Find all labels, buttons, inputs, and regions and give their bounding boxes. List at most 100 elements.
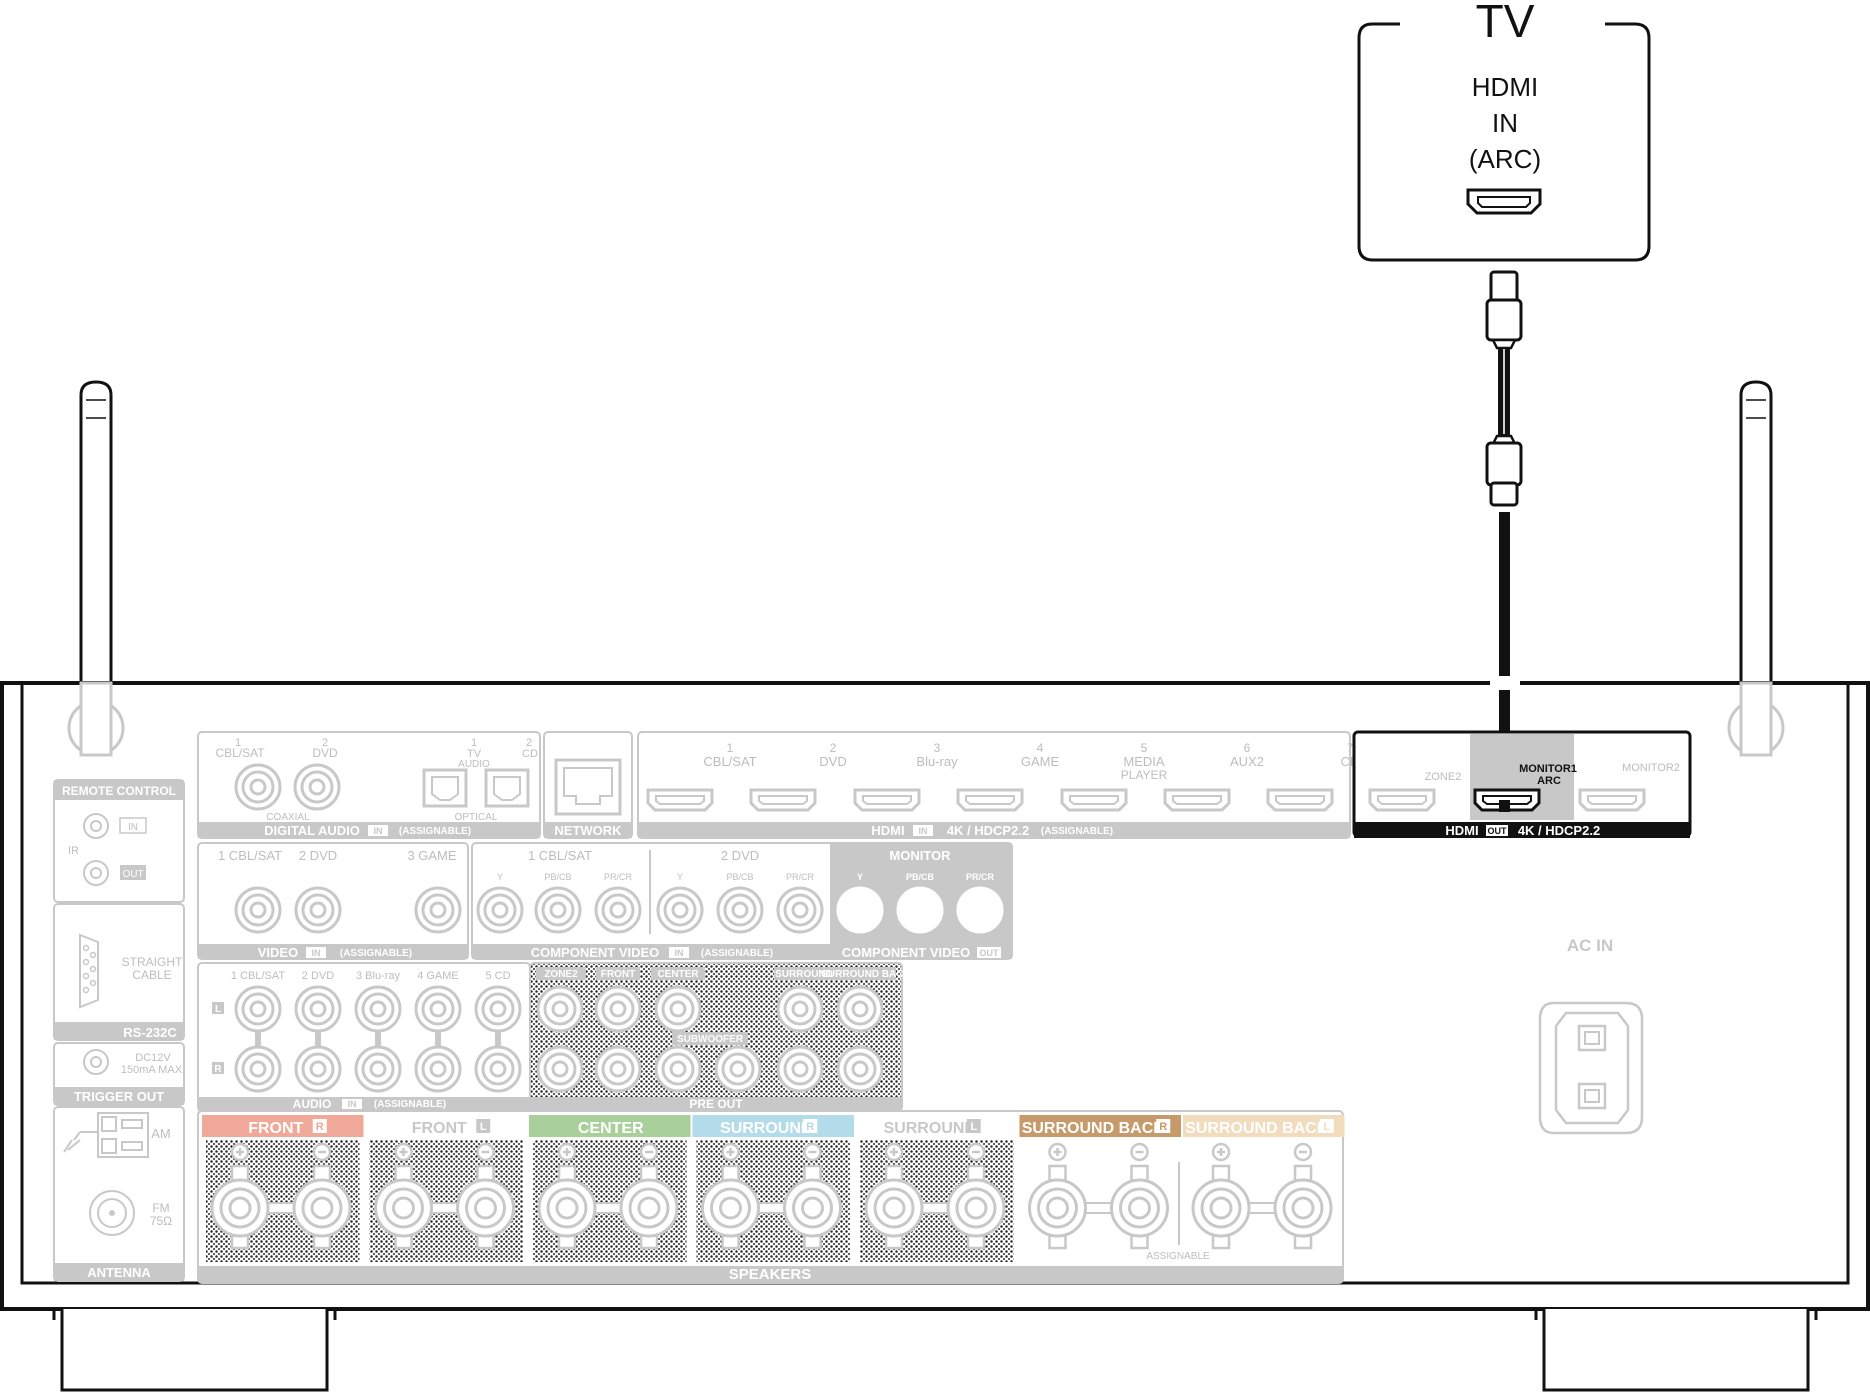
zone2-label: ZONE2 [1425,771,1462,783]
video-section: 1 CBL/SAT 2 DVD 3 GAME VIDEO IN (ASSIGNA… [197,842,469,960]
audio-jack-r[interactable] [354,1045,402,1093]
fm-ohm-label: 75Ω [150,1214,172,1228]
preout-jack[interactable] [836,985,884,1033]
hdmi-in-name: AUX2 [1230,754,1264,769]
coaxial-jack-2[interactable] [293,763,341,811]
hdmi-in-port[interactable] [749,788,817,812]
hdmi-in-port[interactable] [1266,788,1334,812]
audio-jack-l[interactable] [474,985,522,1033]
preout-jack[interactable] [536,1045,584,1093]
audio-jack-l[interactable] [294,985,342,1033]
speaker-terminal-plus[interactable] [1028,1142,1087,1250]
speaker-channel-side: R [1159,1121,1167,1133]
speaker-terminal-minus[interactable] [619,1142,679,1250]
speaker-terminal-minus[interactable] [1110,1142,1169,1250]
hdmi-out-zone2-port[interactable] [1368,788,1436,812]
component-jack[interactable] [776,886,824,934]
video-jack[interactable] [414,886,462,934]
straight-label: STRAIGHT [122,955,183,969]
hdmi-in-port[interactable] [646,788,714,812]
ethernet-port[interactable] [554,758,622,816]
coaxial-jack-1[interactable] [234,763,282,811]
speaker-terminal-plus[interactable] [374,1142,433,1250]
optical-port-2[interactable] [484,768,530,808]
preout-jack[interactable] [714,1045,762,1093]
speaker-terminal-minus[interactable] [456,1142,515,1250]
antenna-section: ANTENNA AM FM 75Ω [53,1106,185,1282]
speaker-terminal-plus[interactable] [537,1142,597,1250]
component-jack[interactable] [896,886,944,934]
audio-r-label: R [214,1064,222,1075]
preout-jack[interactable] [776,1045,824,1093]
remote-control-label: REMOTE CONTROL [62,784,176,798]
hdmi-in-port[interactable] [853,788,921,812]
optical-port-1[interactable] [422,768,468,808]
hdmi-in-name: MEDIA [1123,754,1165,769]
video-in-tag: IN [312,948,321,958]
hdmi-in-label: HDMI [871,823,904,838]
preout-jack[interactable] [654,1045,702,1093]
hdmi-in-name: DVD [819,754,846,769]
component-dvd-label: 2 DVD [721,848,759,863]
preout-jack[interactable] [654,985,702,1033]
optical2-name: CD [522,748,538,760]
preout-jack[interactable] [536,985,584,1033]
video-in3-label: 3 GAME [407,848,456,863]
video-jack[interactable] [234,886,282,934]
hdmi-in-name: Blu-ray [916,754,958,769]
ir-in-label: IN [128,822,138,833]
component-cbl-label: 1 CBL/SAT [528,848,592,863]
component-jack[interactable] [534,886,582,934]
hdmi-out-label: HDMI [1445,823,1478,838]
audio-jack-r[interactable] [234,1045,282,1093]
component-jack[interactable] [656,886,704,934]
speaker-terminal-plus[interactable] [210,1142,270,1250]
speaker-terminal-minus[interactable] [783,1142,842,1250]
component-out-label: COMPONENT VIDEO [842,945,971,960]
hdmi-in-port[interactable] [1163,788,1231,812]
component-jack[interactable] [476,886,524,934]
preout-jack[interactable] [776,985,824,1033]
hdmi-in-port[interactable] [1060,788,1128,812]
ir-label: IR [68,845,79,857]
preout-jack[interactable] [594,985,642,1033]
speaker-terminal-minus[interactable] [946,1142,1006,1250]
hdmi-out-section: HDMI OUT 4K / HDCP2.2 ZONE2 MONITOR1 ARC… [1352,730,1692,838]
speaker-terminal-plus[interactable] [701,1142,760,1250]
tv-port-line3: (ARC) [1468,144,1542,174]
trigger-out-label: TRIGGER OUT [74,1089,164,1104]
component-jack[interactable] [716,886,764,934]
preout-jack[interactable] [836,1045,884,1093]
speaker-terminal-plus[interactable] [1191,1142,1251,1250]
network-section: NETWORK [543,731,633,839]
audio-jack-l[interactable] [234,985,282,1033]
video-in1-label: 1 CBL/SAT [218,848,282,863]
hdmi-in-port[interactable] [956,788,1024,812]
rs232c-section: RS-232C STRAIGHT CABLE [53,903,185,1041]
preout-jack[interactable] [594,1045,642,1093]
hdmi-in-num: 6 [1244,741,1251,755]
ac-inlet[interactable] [1538,1001,1644,1135]
component-pb-label: PB/CB [726,872,753,882]
video-jack[interactable] [294,886,342,934]
audio-jack-r[interactable] [414,1045,462,1093]
audio-jack-r[interactable] [474,1045,522,1093]
audio-jack-l[interactable] [414,985,462,1033]
component-jack[interactable] [836,886,884,934]
speaker-terminal-plus[interactable] [864,1142,924,1250]
hdmi-in-name: CBL/SAT [703,754,756,769]
component-pr-label: PR/CR [786,872,815,882]
speaker-terminal-minus[interactable] [1273,1142,1333,1250]
component-y-label: Y [497,872,503,882]
hdmi-out-monitor2-port[interactable] [1578,788,1646,812]
audio-jack-l[interactable] [354,985,402,1033]
component-jack[interactable] [956,886,1004,934]
audio-jack-r[interactable] [294,1045,342,1093]
speaker-terminal-minus[interactable] [292,1142,352,1250]
audio-assignable: (ASSIGNABLE) [374,1099,446,1110]
component-jack[interactable] [594,886,642,934]
